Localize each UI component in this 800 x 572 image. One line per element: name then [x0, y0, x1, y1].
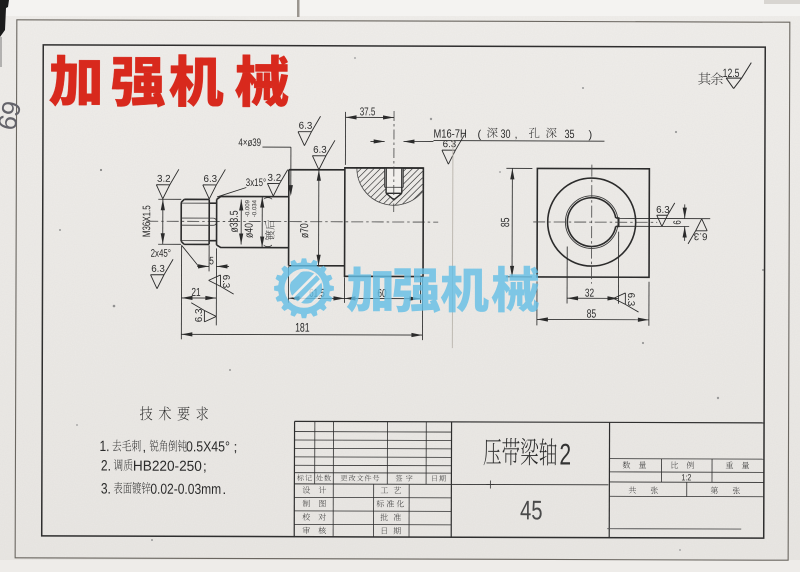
svg-text:-0.034: -0.034	[252, 199, 258, 217]
svg-text:;: ;	[203, 458, 207, 474]
svg-text:37.5: 37.5	[360, 106, 376, 119]
svg-text:ø33.5: ø33.5	[229, 210, 242, 232]
svg-text:;: ;	[233, 438, 237, 454]
svg-text:6.3: 6.3	[656, 205, 670, 216]
svg-text:3x15°: 3x15°	[246, 177, 267, 190]
svg-text:4×ø39: 4×ø39	[238, 137, 261, 150]
svg-text:5: 5	[209, 255, 214, 267]
svg-text:0.02-0.03mm: 0.02-0.03mm	[150, 481, 221, 498]
svg-text:32: 32	[585, 287, 595, 300]
svg-text:6.3: 6.3	[625, 293, 636, 307]
svg-text:3.: 3.	[101, 480, 111, 497]
svg-text:1.: 1.	[99, 438, 109, 455]
svg-text:.: .	[222, 481, 226, 497]
svg-text:45: 45	[520, 496, 543, 527]
svg-text:(: (	[262, 245, 272, 248]
svg-text:3.2: 3.2	[157, 174, 171, 185]
svg-text:6.3: 6.3	[313, 145, 327, 156]
svg-text:6.3: 6.3	[204, 174, 218, 185]
svg-text:85: 85	[500, 217, 513, 227]
svg-text:): )	[262, 197, 272, 200]
svg-text:181: 181	[295, 321, 310, 335]
svg-text:6.3: 6.3	[443, 139, 457, 150]
svg-text:ø70: ø70	[299, 223, 311, 238]
svg-text:M36X1.5: M36X1.5	[141, 205, 154, 237]
svg-text:21: 21	[191, 287, 201, 300]
svg-text:6.3: 6.3	[151, 264, 165, 275]
svg-text:3.2: 3.2	[268, 173, 282, 184]
svg-text:60: 60	[377, 288, 387, 301]
svg-text:35: 35	[564, 128, 574, 142]
svg-text:6.3: 6.3	[299, 121, 313, 132]
svg-text:30: 30	[500, 128, 510, 142]
svg-text:-0.009: -0.009	[245, 199, 251, 217]
svg-text:6.3: 6.3	[194, 308, 205, 322]
svg-text:6.3: 6.3	[693, 230, 707, 241]
svg-text:): )	[588, 129, 592, 141]
svg-text:2.: 2.	[101, 457, 111, 474]
svg-text:1:2: 1:2	[681, 473, 691, 483]
svg-text:M16-7H: M16-7H	[433, 128, 466, 141]
svg-text:2x45°: 2x45°	[151, 248, 172, 261]
svg-text:85: 85	[587, 308, 597, 321]
svg-text:12.5: 12.5	[723, 68, 740, 81]
svg-text:6: 6	[672, 220, 683, 224]
svg-text:0.5X45°: 0.5X45°	[186, 438, 230, 454]
svg-text:,: ,	[142, 439, 146, 454]
svg-text:,: ,	[514, 129, 517, 141]
svg-text:HB220-250: HB220-250	[133, 457, 202, 474]
svg-text:6.3: 6.3	[220, 275, 231, 289]
svg-text:(: (	[477, 129, 481, 141]
svg-text:2: 2	[559, 439, 571, 471]
svg-text:ø40: ø40	[244, 223, 256, 238]
